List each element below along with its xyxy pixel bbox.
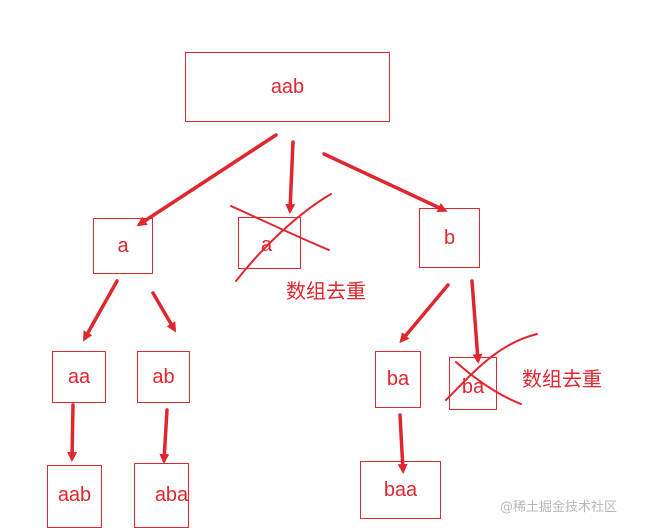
- arrow-root-to-a: [136, 133, 278, 227]
- arrow-root-to-a-dup: [285, 140, 296, 214]
- node-level1-a-duplicate-label: a: [260, 233, 273, 256]
- node-level1-a-duplicate: a: [238, 217, 301, 269]
- node-level2-ab-label: ab: [152, 365, 175, 388]
- arrow-b-to-ba-dup: [470, 279, 483, 364]
- node-level2-aa: aa: [52, 351, 106, 403]
- strike-mark-ba-dup: [445, 333, 538, 405]
- node-level1-b-label: b: [443, 226, 456, 249]
- arrow-ab-to-aba: [159, 408, 170, 464]
- node-level2-ba-duplicate-label: ba: [461, 376, 485, 398]
- node-level2-ba-label: ba: [386, 368, 410, 390]
- arrow-a-to-aa: [83, 279, 119, 342]
- watermark: @稀土掘金技术社区: [500, 500, 618, 515]
- node-root: aab: [185, 52, 390, 122]
- node-level3-aba: aba: [134, 463, 189, 528]
- node-level2-ba-duplicate: ba: [449, 357, 497, 410]
- node-level2-aa-label: aa: [67, 365, 91, 388]
- node-level3-aab-label: aab: [57, 484, 92, 506]
- node-root-label: aab: [270, 75, 305, 98]
- node-level2-ab: ab: [137, 351, 190, 403]
- dedup-note-2: 数组去重: [522, 367, 602, 391]
- node-level1-a: a: [93, 218, 153, 274]
- arrow-b-to-ba: [399, 283, 450, 344]
- arrow-a-to-ab: [151, 291, 177, 333]
- dedup-note-1: 数组去重: [286, 279, 366, 303]
- node-level1-a-label: a: [117, 234, 129, 257]
- arrow-root-to-b: [322, 152, 448, 212]
- node-level2-ba: ba: [375, 351, 421, 408]
- node-level3-baa-label: baa: [383, 478, 418, 501]
- node-level3-aba-label: aba: [154, 484, 189, 506]
- node-level3-baa: baa: [360, 461, 441, 519]
- arrow-aa-to-aab: [67, 403, 78, 462]
- node-level3-aab: aab: [47, 465, 102, 528]
- arrow-ba-to-baa: [397, 413, 408, 474]
- strike-mark-a-dup: [230, 193, 332, 282]
- node-level1-b: b: [419, 208, 480, 268]
